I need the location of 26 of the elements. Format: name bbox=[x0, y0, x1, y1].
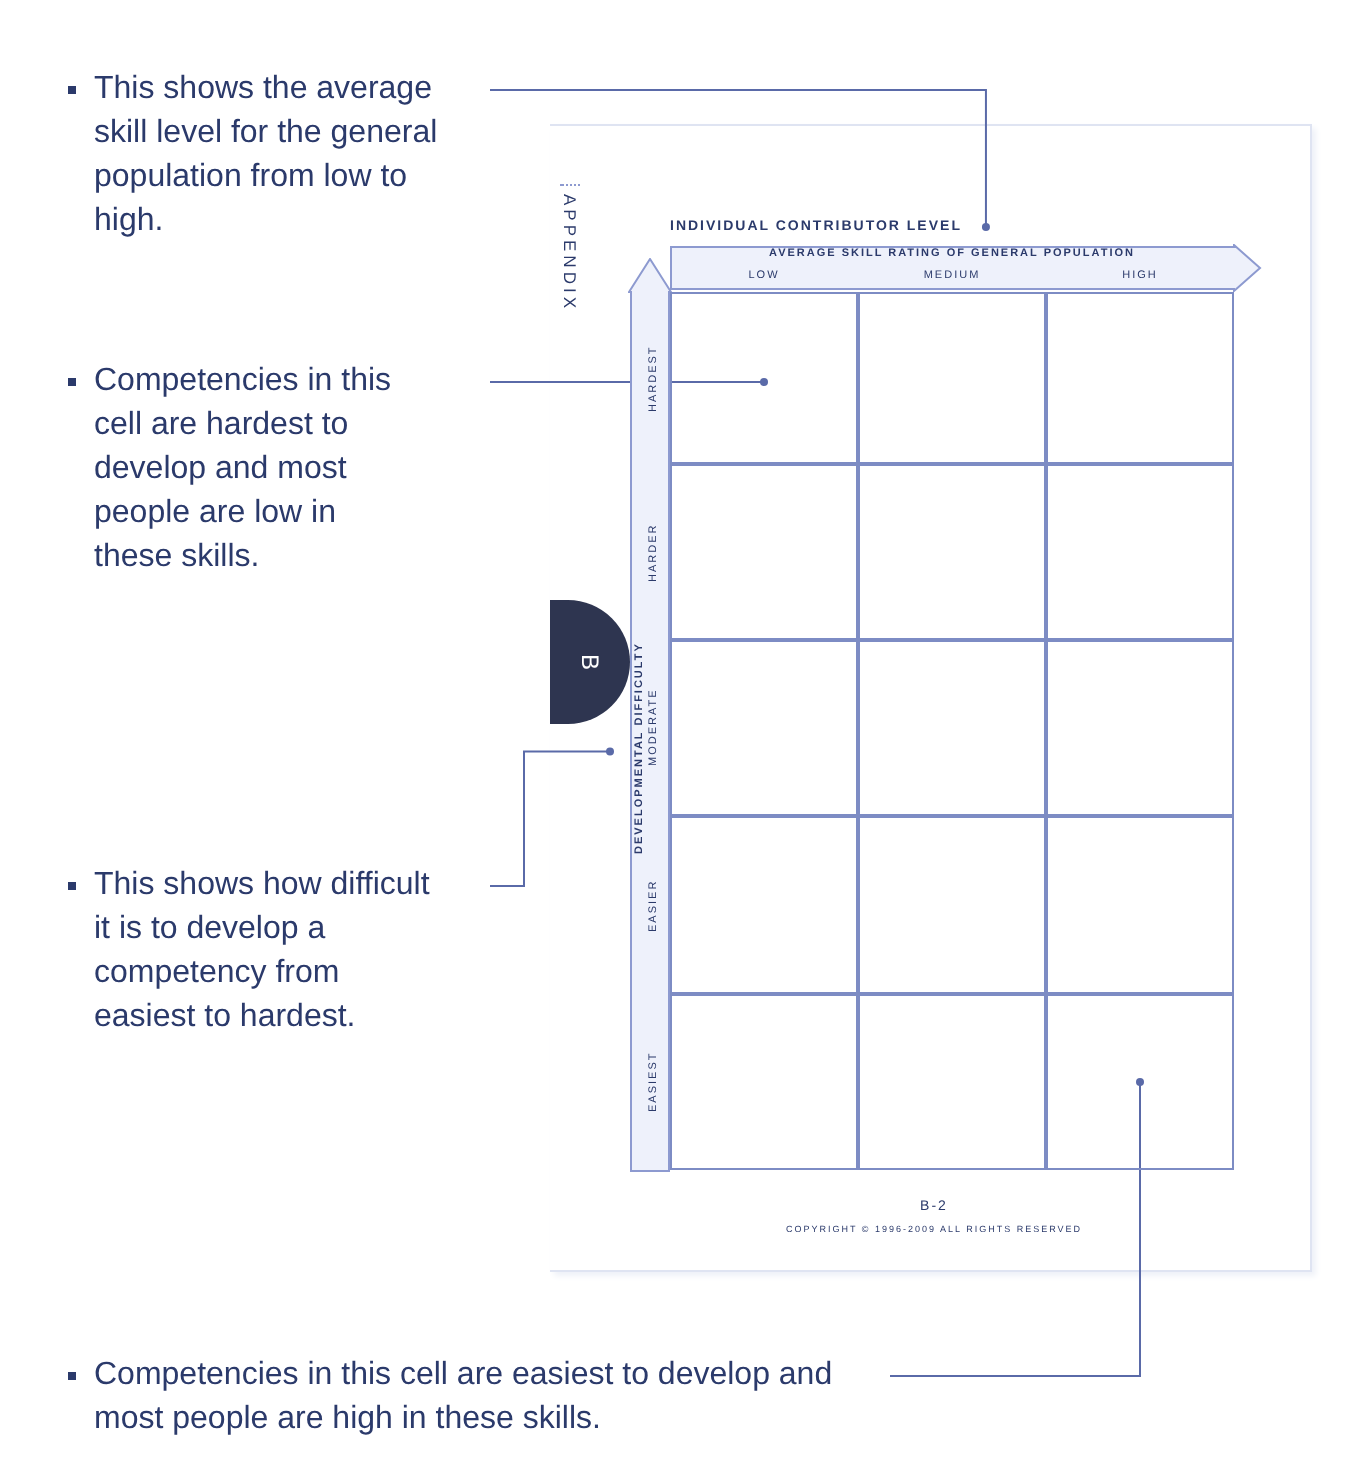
grid-cell bbox=[670, 292, 858, 464]
leader-line bbox=[489, 89, 990, 231]
leader-line bbox=[489, 747, 614, 887]
grid-cell bbox=[858, 292, 1046, 464]
grid-cell bbox=[670, 464, 858, 640]
grid-cell bbox=[858, 464, 1046, 640]
axis-band bbox=[670, 244, 1262, 292]
grid-cell bbox=[1046, 292, 1234, 464]
grid-cell bbox=[1046, 464, 1234, 640]
grid-cell bbox=[1046, 994, 1234, 1170]
callout-text: This shows the average skill level for the general population from low to high. bbox=[60, 68, 460, 244]
axis-band bbox=[628, 258, 672, 1172]
grid-cell bbox=[670, 816, 858, 994]
section-label: APPENDIX bbox=[560, 184, 580, 312]
section-tab: B bbox=[550, 600, 630, 724]
grid-cell bbox=[670, 640, 858, 816]
grid-cell bbox=[670, 994, 858, 1170]
grid-cell bbox=[1046, 640, 1234, 816]
grid-cell bbox=[858, 816, 1046, 994]
grid-cell bbox=[858, 994, 1046, 1170]
callout-text: Competencies in this cell are hardest to develop and most people are low in these skills. bbox=[60, 360, 410, 580]
grid-cell bbox=[858, 640, 1046, 816]
callout-text: Competencies in this cell are easiest to develop and most people are high in these skills. bbox=[60, 1354, 860, 1442]
grid-cell bbox=[1046, 816, 1234, 994]
leader-line bbox=[889, 1078, 1144, 1377]
callout-text: This shows how difficult it is to develop a competency from easiest to hardest. bbox=[60, 864, 440, 1040]
